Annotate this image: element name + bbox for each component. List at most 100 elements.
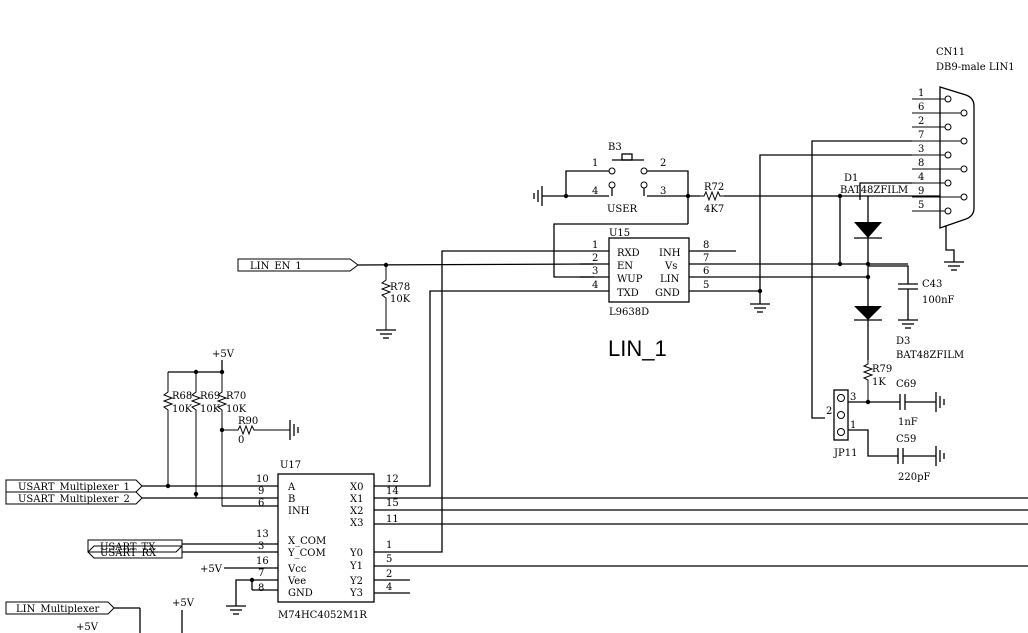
r72-ref: R72 [704, 182, 724, 193]
svg-text:15: 15 [386, 498, 399, 509]
svg-text:R70: R70 [226, 391, 246, 402]
ground-symbol [376, 329, 396, 339]
port-lin-multiplexer: LIN_Multiplexer [5, 601, 115, 615]
svg-text:LIN: LIN [660, 274, 680, 285]
svg-text:Vcc: Vcc [287, 564, 307, 575]
svg-text:R90: R90 [238, 416, 258, 427]
ground-symbol [226, 605, 246, 615]
svg-text:4: 4 [918, 172, 924, 183]
svg-text:Vs: Vs [664, 261, 677, 272]
ic-u15: U15 RXD EN WUP TXD INH Vs LIN GND 1 2 3 … [580, 228, 908, 318]
svg-text:5: 5 [918, 200, 924, 211]
svg-text:RXD: RXD [617, 248, 640, 259]
svg-text:4: 4 [592, 280, 598, 291]
db9-shell-ground-wire [945, 226, 955, 262]
svg-text:1: 1 [918, 88, 924, 99]
ground-symbol [898, 319, 918, 329]
svg-text:14: 14 [386, 486, 399, 497]
capacitor-c59: C59 220pF [896, 434, 936, 483]
svg-text:1: 1 [592, 240, 598, 251]
svg-text:8: 8 [703, 240, 709, 251]
svg-text:12: 12 [386, 474, 399, 485]
svg-text:16: 16 [256, 556, 269, 567]
svg-text:GND: GND [288, 588, 313, 599]
svg-text:1: 1 [592, 158, 598, 169]
u15-part: L9638D [609, 307, 649, 318]
svg-text:3: 3 [850, 392, 856, 403]
port-lin-en-1: LIN_EN_1 [237, 258, 359, 272]
svg-text:3: 3 [592, 266, 598, 277]
c69-value: 1nF [898, 417, 918, 428]
ground-symbol [533, 186, 566, 206]
ground-symbol [935, 446, 945, 466]
supply-5v-label: +5V [172, 598, 195, 609]
u17-part: M74HC4052M1R [278, 610, 367, 621]
connector-cn11: CN11 DB9-male LIN1 1 6 [912, 47, 1015, 271]
svg-text:6: 6 [918, 102, 924, 113]
svg-text:10K: 10K [226, 404, 247, 415]
svg-text:2: 2 [592, 253, 598, 264]
svg-text:10: 10 [256, 474, 269, 485]
resistor-r79: R79 1K [862, 360, 892, 405]
d1-part: BAT48ZFILM [840, 185, 908, 196]
supply-5v-label: +5V [212, 349, 235, 360]
supply-5v-label: +5V [76, 622, 99, 633]
wire-lin-en [357, 263, 595, 266]
cn11-name: DB9-male LIN1 [936, 62, 1015, 73]
svg-text:5: 5 [386, 554, 392, 565]
svg-text:INH: INH [288, 506, 310, 517]
svg-text:6: 6 [258, 498, 264, 509]
db9-pin-leads [912, 98, 961, 212]
c69-ref: C69 [896, 379, 916, 390]
d3-ref: D3 [896, 336, 910, 347]
svg-text:2: 2 [386, 569, 392, 580]
resistor-r69: R69 10K [190, 372, 221, 494]
svg-text:USART_RX: USART_RX [100, 548, 157, 559]
button-b3: B3 1 2 4 3 USER [563, 142, 700, 215]
svg-text:9: 9 [918, 186, 924, 197]
svg-text:X1: X1 [350, 494, 363, 505]
port-usart-multiplexer-1: USART_Multiplexer_1 [5, 479, 143, 493]
ground-symbol [750, 294, 770, 313]
port-usart-tx: USART_TX [87, 539, 183, 553]
svg-text:X2: X2 [350, 506, 363, 517]
svg-text:R68: R68 [172, 391, 192, 402]
resistor-r90: R90 0 [222, 416, 290, 446]
resistor-r68: R68 10K [162, 372, 193, 486]
ground-symbol [289, 420, 299, 440]
capacitor-c69: C69 1nF [868, 379, 936, 428]
svg-text:LIN_EN_1: LIN_EN_1 [250, 261, 302, 272]
svg-text:10K: 10K [172, 404, 193, 415]
svg-text:3: 3 [660, 186, 666, 197]
u17-ref: U17 [280, 460, 301, 471]
svg-text:X_COM: X_COM [288, 536, 326, 547]
page-title: LIN_1 [608, 336, 667, 361]
svg-text:2: 2 [660, 158, 666, 169]
svg-text:10K: 10K [200, 404, 221, 415]
svg-text:WUP: WUP [617, 274, 643, 285]
db9-shell [939, 86, 975, 229]
c43-value: 100nF [922, 295, 955, 306]
svg-text:USART_Multiplexer_1: USART_Multiplexer_1 [18, 482, 130, 493]
svg-text:7: 7 [258, 568, 264, 579]
svg-text:X0: X0 [350, 482, 363, 493]
svg-text:7: 7 [703, 253, 709, 264]
svg-text:X3: X3 [350, 518, 363, 529]
cn11-ref: CN11 [936, 47, 965, 58]
resistor-r70: R70 10K [216, 372, 247, 506]
jumper-jp11: 2 3 1 JP11 [826, 389, 898, 459]
svg-text:7: 7 [918, 130, 924, 141]
diode-d3: D3 BAT48ZFILM [854, 306, 964, 361]
svg-text:2: 2 [826, 406, 832, 417]
c43-ref: C43 [922, 279, 942, 290]
c59-value: 220pF [898, 472, 930, 483]
svg-text:A: A [287, 482, 296, 493]
r79-ref: R79 [872, 364, 892, 375]
svg-text:INH: INH [659, 248, 681, 259]
svg-text:Y0: Y0 [349, 548, 363, 559]
svg-text:8: 8 [918, 158, 924, 169]
svg-text:LIN_Multiplexer: LIN_Multiplexer [16, 604, 100, 615]
u15-ref: U15 [609, 228, 630, 239]
d3-part: BAT48ZFILM [896, 350, 964, 361]
